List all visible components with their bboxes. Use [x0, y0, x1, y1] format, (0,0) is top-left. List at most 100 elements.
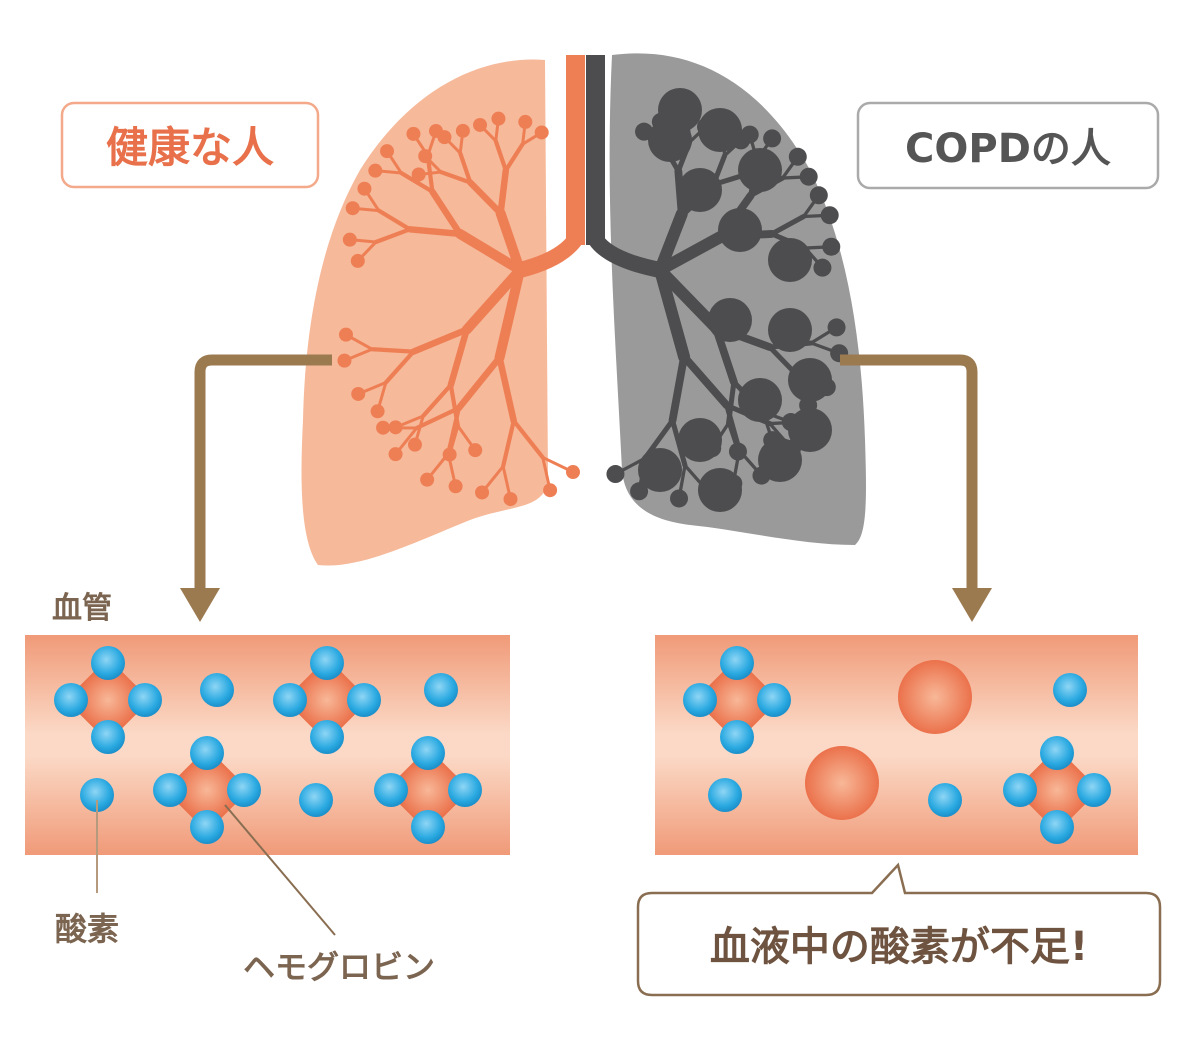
healthy-trachea: [566, 55, 585, 245]
bronchus-branch: [425, 153, 435, 194]
alveolus: [475, 485, 490, 500]
oxygen-molecule: [411, 810, 445, 844]
alveolus: [827, 318, 846, 337]
bronchus-branch: [410, 326, 470, 355]
main-bronchus: [512, 232, 583, 278]
bronchus-branch: [501, 418, 516, 469]
bronchus-branch: [383, 349, 416, 385]
hemoglobin-without-oxygen: [898, 660, 972, 734]
copd-arrow: [840, 354, 978, 592]
damaged-alveolus-blob: [738, 378, 782, 422]
bronchus-branch: [461, 265, 525, 335]
healthy-arrow: [194, 354, 332, 592]
copd-arrowhead-icon: [952, 588, 992, 622]
damaged-alveolus-blob: [698, 468, 742, 512]
oxygen-molecule: [273, 683, 307, 717]
bronchus-branch: [503, 142, 525, 173]
bronchus-branch: [421, 382, 453, 419]
alveolus: [473, 117, 488, 132]
alveolus: [376, 420, 391, 435]
main-bronchus: [588, 232, 668, 278]
damaged-alveolus-blob: [678, 168, 722, 212]
alveolus: [406, 126, 421, 141]
healthy-label: 健康な人: [106, 123, 274, 172]
alveolus: [809, 186, 828, 205]
oxygen-molecule: [91, 720, 125, 754]
bronchus-branch: [399, 170, 435, 194]
copd-damaged-alveoli: [638, 88, 832, 512]
bronchus-branch: [495, 208, 525, 275]
damaged-alveolus-blob: [698, 108, 742, 152]
copd-trachea: [586, 55, 605, 245]
oxygen-molecule: [1077, 773, 1111, 807]
alveolus: [740, 125, 759, 144]
alveolus: [543, 483, 558, 498]
bronchus-branch: [376, 208, 412, 232]
hemoglobin: [694, 657, 780, 743]
vessel-label: 血管: [52, 591, 112, 626]
damaged-alveolus-blob: [678, 418, 722, 462]
oxygen-molecule: [190, 736, 224, 770]
alveolus: [420, 472, 435, 487]
oxygen-molecule: [374, 773, 408, 807]
alveolus: [350, 253, 365, 268]
healthy-lung: [301, 55, 585, 566]
oxygen-molecule: [190, 810, 224, 844]
bronchus-branch: [446, 405, 461, 456]
bronchus-branch: [654, 208, 688, 276]
alveolus: [491, 111, 506, 126]
oxygen-molecule: [310, 646, 344, 680]
bronchus-branch: [680, 352, 731, 410]
bronchus-branch: [769, 213, 807, 237]
bronchus-branch: [496, 354, 517, 425]
alveolus: [503, 492, 518, 507]
alveolus: [448, 479, 463, 494]
hemoglobin-without-oxygen: [805, 746, 879, 820]
hemoglobin-leader-line: [224, 804, 336, 936]
alveolus: [342, 232, 357, 247]
alveolus: [337, 353, 352, 368]
bronchus-branch: [414, 405, 461, 431]
oxygen-molecule: [757, 683, 791, 717]
bronchus-branch: [654, 264, 722, 334]
bronchus-branch: [406, 226, 464, 238]
alveolus: [799, 167, 818, 186]
damaged-alveolus-blob: [758, 438, 802, 482]
oxygen-molecule: [1040, 810, 1074, 844]
oxygen-molecule: [708, 778, 742, 812]
copd-label-box: COPDの人: [856, 101, 1160, 190]
bronchus-branch: [447, 326, 470, 389]
bronchus-branch: [438, 169, 473, 185]
bronchus-branch: [369, 347, 416, 354]
alveolus: [565, 465, 580, 480]
oxygen-molecule: [80, 778, 114, 812]
alveolus: [630, 482, 649, 501]
callout-text: 血液中の酸素が不足!: [710, 924, 1088, 970]
bronchus-branch: [429, 188, 464, 238]
alveolus: [670, 489, 689, 508]
bronchus-branch: [373, 227, 412, 245]
oxygen-molecule: [347, 683, 381, 717]
damaged-alveolus-blob: [788, 408, 832, 452]
oxygen-molecule: [928, 783, 962, 817]
alveolus: [518, 114, 533, 129]
oxygen-molecule: [448, 773, 482, 807]
damaged-alveolus-blob: [708, 298, 752, 342]
alveolus: [388, 447, 403, 462]
healthy-bronchi: [337, 111, 583, 507]
bronchus-branch: [458, 150, 473, 185]
alveolus: [370, 404, 385, 419]
oxygen-molecule: [153, 773, 187, 807]
copd-label: COPDの人: [905, 126, 1111, 172]
hemoglobin: [164, 747, 250, 833]
oxygen-molecule: [1053, 673, 1087, 707]
oxygen-shortage-callout: 血液中の酸素が不足!: [636, 862, 1162, 997]
alveolus: [606, 465, 625, 484]
alveolus: [788, 147, 807, 166]
damaged-alveolus-blob: [768, 308, 812, 352]
alveolus: [822, 237, 841, 256]
oxygen-molecule: [1003, 773, 1037, 807]
alveolus: [455, 123, 470, 138]
alveolus: [763, 129, 782, 148]
